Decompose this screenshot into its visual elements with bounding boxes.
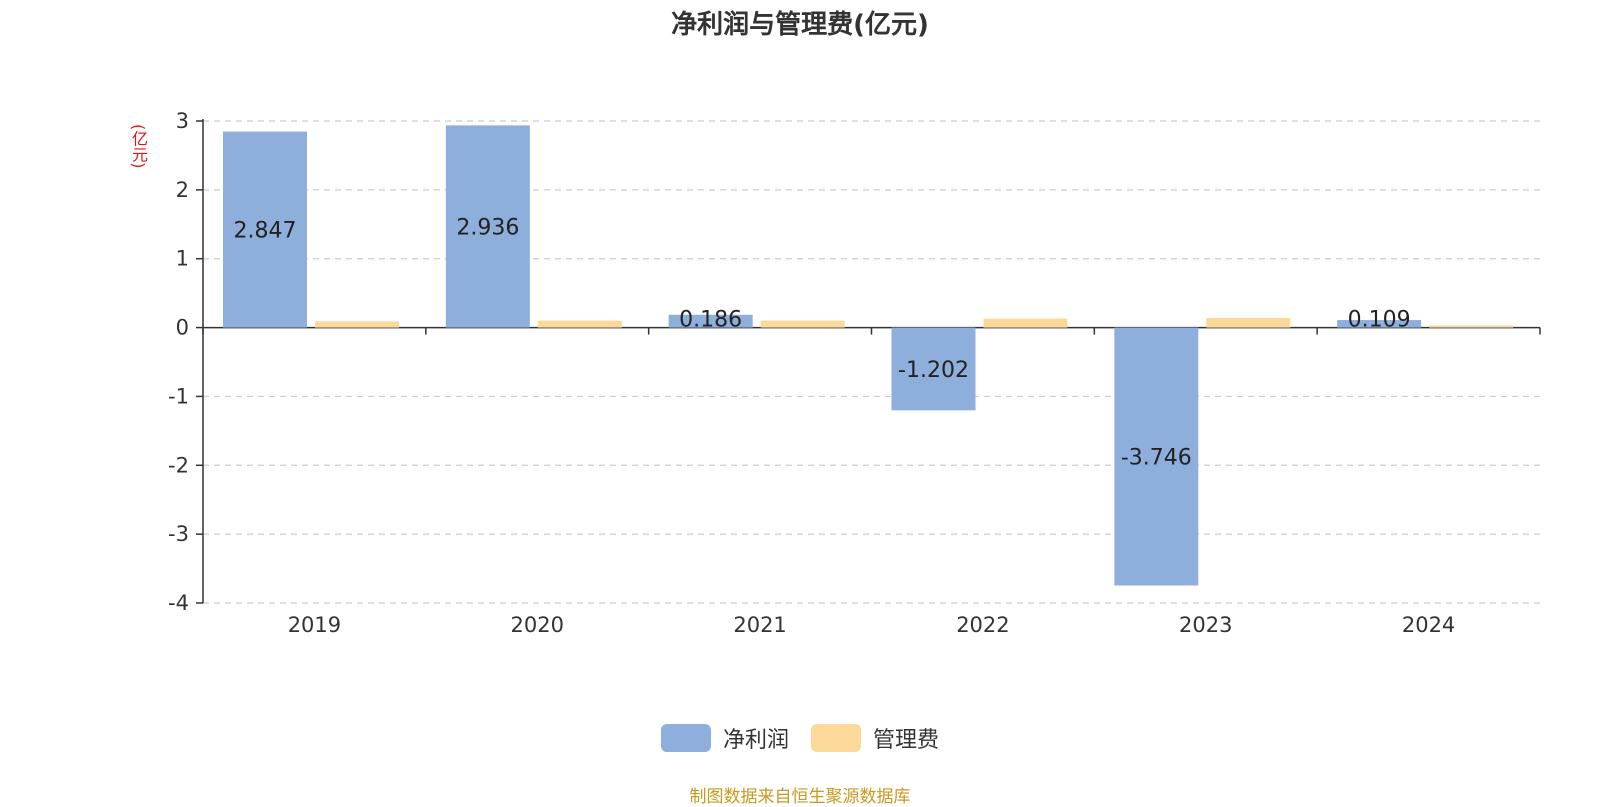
data-label: -1.202 [898, 358, 969, 383]
bar-admin-expense [1206, 317, 1291, 328]
bar-admin-expense [760, 320, 845, 328]
legend-label-net-profit: 净利润 [722, 728, 789, 753]
bar-admin-expense [1429, 325, 1514, 328]
legend-swatch-net-profit [660, 724, 711, 752]
data-label: 2.936 [456, 215, 519, 240]
bar-net-profit [668, 314, 753, 328]
y-tick-label: -3 [168, 522, 189, 546]
x-tick-label: 2021 [733, 613, 786, 637]
data-source-note: 制图数据来自恒生聚源数据库 [689, 787, 911, 807]
x-tick-label: 2024 [1402, 613, 1455, 637]
bar-net-profit [891, 327, 976, 411]
legend-item-admin-expense[interactable]: 管理费 [811, 722, 939, 754]
legend-item-net-profit[interactable]: 净利润 [660, 722, 789, 754]
y-tick-label: 2 [176, 178, 189, 202]
bar-admin-expense [537, 320, 622, 328]
legend-swatch-admin-expense [811, 724, 861, 752]
bar-net-profit [1114, 327, 1199, 586]
x-tick-label: 2023 [1179, 613, 1232, 637]
legend: 净利润 管理费 [0, 722, 1600, 754]
data-label: 2.847 [234, 219, 297, 244]
legend-label-admin-expense: 管理费 [873, 728, 940, 753]
bar-admin-expense [983, 318, 1068, 328]
y-axis-unit-label: (亿元) [129, 124, 148, 169]
bar-net-profit [445, 125, 530, 328]
bar-net-profit [223, 131, 307, 328]
x-tick-label: 2019 [288, 613, 341, 637]
bar-admin-expense [315, 321, 399, 328]
y-tick-label: -1 [168, 384, 189, 408]
y-tick-label: 1 [176, 247, 189, 271]
y-tick-label: -4 [168, 591, 189, 615]
bar-net-profit [1337, 320, 1422, 328]
x-tick-label: 2020 [511, 613, 564, 637]
y-tick-label: -2 [168, 453, 189, 477]
chart-title: 净利润与管理费(亿元) [671, 10, 929, 40]
x-tick-label: 2022 [956, 613, 1009, 637]
data-label: 0.109 [1348, 308, 1411, 333]
y-tick-label: 3 [176, 109, 189, 133]
data-label: 0.186 [679, 308, 742, 333]
y-tick-label: 0 [176, 316, 189, 340]
data-label: -3.746 [1121, 446, 1192, 471]
